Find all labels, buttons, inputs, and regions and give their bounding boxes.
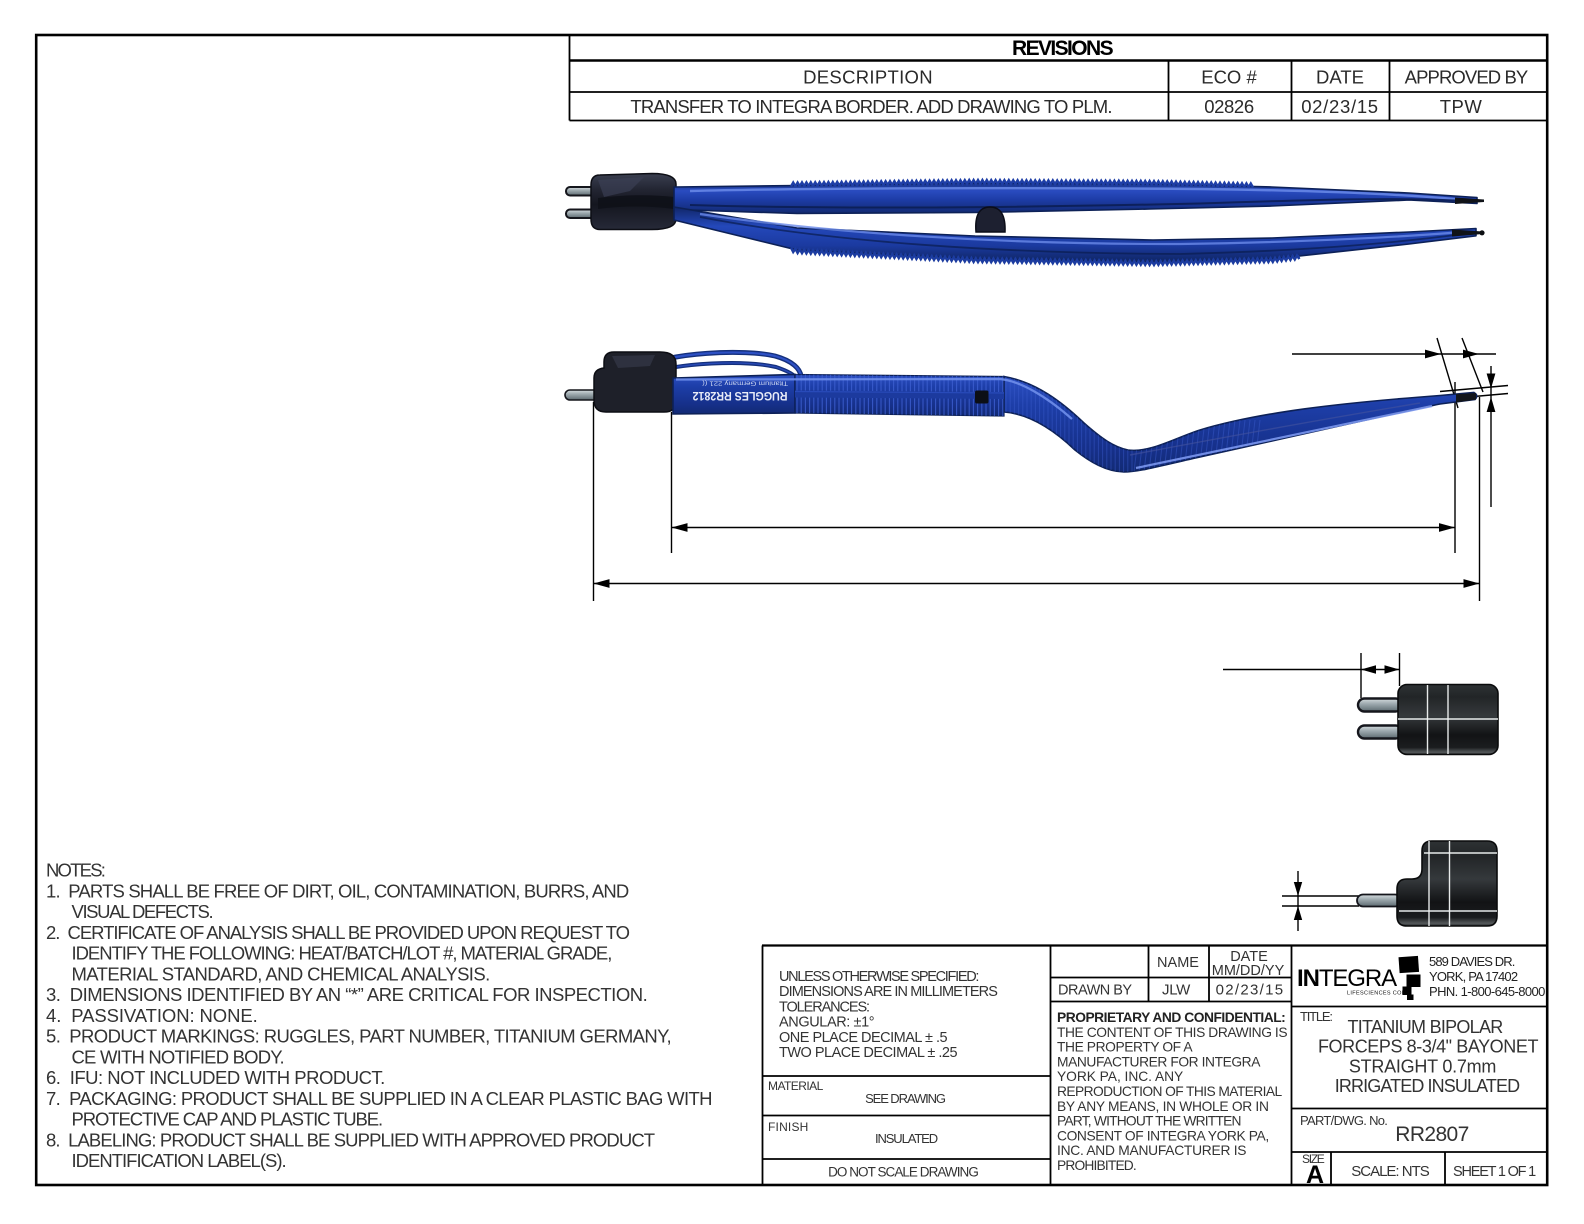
svg-text:RR2807: RR2807 — [1395, 1123, 1468, 1146]
svg-text:NOTES:: NOTES: — [46, 860, 105, 881]
svg-text:FORCEPS 8-3/4" BAYONET: FORCEPS 8-3/4" BAYONET — [1318, 1037, 1539, 1057]
svg-text:IRRIGATED INSULATED: IRRIGATED INSULATED — [1335, 1076, 1520, 1096]
svg-text:RUGGLES RR2812: RUGGLES RR2812 — [693, 389, 788, 401]
svg-text:PART/DWG. No.: PART/DWG. No. — [1300, 1113, 1387, 1128]
svg-text:DO NOT SCALE DRAWING: DO NOT SCALE DRAWING — [828, 1165, 978, 1180]
svg-text:DATE: DATE — [1316, 67, 1364, 88]
svg-text:02826: 02826 — [1204, 96, 1254, 117]
svg-text:PROHIBITED.: PROHIBITED. — [1057, 1158, 1136, 1173]
svg-text:SHEET 1 OF 1: SHEET 1 OF 1 — [1453, 1164, 1536, 1180]
svg-text:ANGULAR: ±1°: ANGULAR: ±1° — [779, 1015, 874, 1031]
svg-text:APPROVED BY: APPROVED BY — [1405, 67, 1528, 88]
svg-text:4. PASSIVATION: NONE.: 4. PASSIVATION: NONE. — [46, 1005, 258, 1026]
svg-text:5. PRODUCT MARKINGS: RUGGLES,: 5. PRODUCT MARKINGS: RUGGLES, PART NUMBE… — [46, 1026, 671, 1047]
svg-text:7. PACKAGING: PRODUCT SHALL B: 7. PACKAGING: PRODUCT SHALL BE SUPPLIED … — [46, 1088, 712, 1109]
svg-text:REPRODUCTION OF THIS MATERIAL: REPRODUCTION OF THIS MATERIAL — [1057, 1084, 1283, 1099]
svg-text:THE CONTENT OF THIS DRAWING IS: THE CONTENT OF THIS DRAWING IS — [1057, 1025, 1287, 1040]
svg-text:IDENTIFICATION LABEL(S).: IDENTIFICATION LABEL(S). — [72, 1150, 286, 1171]
svg-text:MATERIAL: MATERIAL — [768, 1079, 824, 1093]
svg-text:6. IFU: NOT INCLUDED WITH PRO: 6. IFU: NOT INCLUDED WITH PRODUCT. — [46, 1067, 385, 1088]
svg-text:YORK PA, INC. ANY: YORK PA, INC. ANY — [1057, 1069, 1183, 1084]
svg-text:02/23/15: 02/23/15 — [1216, 982, 1285, 999]
svg-text:PROTECTIVE CAP AND PLASTIC TUB: PROTECTIVE CAP AND PLASTIC TUBE. — [72, 1109, 383, 1130]
svg-text:Titanium Germany 221 ((: Titanium Germany 221 (( — [700, 380, 788, 386]
svg-text:DESCRIPTION: DESCRIPTION — [803, 67, 933, 88]
svg-text:INC. AND MANUFACTURER IS: INC. AND MANUFACTURER IS — [1057, 1143, 1246, 1158]
svg-text:TITANIUM BIPOLAR: TITANIUM BIPOLAR — [1347, 1017, 1503, 1037]
svg-text:INSULATED: INSULATED — [875, 1131, 938, 1146]
svg-text:ECO #: ECO # — [1201, 67, 1257, 88]
svg-text:TRANSFER TO INTEGRA BORDER. AD: TRANSFER TO INTEGRA BORDER. ADD DRAWING … — [630, 96, 1111, 117]
svg-text:DRAWN BY: DRAWN BY — [1058, 983, 1132, 999]
svg-text:LIFESCIENCES CORP: LIFESCIENCES CORP — [1347, 991, 1410, 997]
svg-text:1. PARTS SHALL BE FREE OF DIR: 1. PARTS SHALL BE FREE OF DIRT, OIL, CON… — [46, 880, 629, 901]
svg-text:TPW: TPW — [1440, 96, 1483, 117]
svg-text:ONE PLACE DECIMAL ± .5: ONE PLACE DECIMAL ± .5 — [779, 1030, 947, 1046]
svg-text:SEE DRAWING: SEE DRAWING — [865, 1091, 946, 1106]
svg-text:THE PROPERTY OF A: THE PROPERTY OF A — [1057, 1040, 1193, 1055]
svg-text:VISUAL DEFECTS.: VISUAL DEFECTS. — [72, 901, 213, 922]
svg-text:UNLESS OTHERWISE SPECIFIED:: UNLESS OTHERWISE SPECIFIED: — [779, 969, 978, 985]
svg-text:DATE: DATE — [1230, 949, 1268, 965]
svg-text:02/23/15: 02/23/15 — [1301, 96, 1379, 117]
svg-text:MATERIAL STANDARD, AND CHEMICA: MATERIAL STANDARD, AND CHEMICAL ANALYSIS… — [72, 963, 490, 984]
svg-text:IDENTIFY THE FOLLOWING: HEAT/B: IDENTIFY THE FOLLOWING: HEAT/BATCH/LOT #… — [72, 943, 612, 964]
svg-text:8. LABELING: PRODUCT SHALL BE: 8. LABELING: PRODUCT SHALL BE SUPPLIED W… — [46, 1129, 655, 1150]
svg-text:3. DIMENSIONS IDENTIFIED BY A: 3. DIMENSIONS IDENTIFIED BY AN “*” ARE C… — [46, 984, 647, 1005]
svg-text:YORK, PA 17402: YORK, PA 17402 — [1429, 969, 1518, 984]
svg-text:589 DAVIES DR.: 589 DAVIES DR. — [1429, 954, 1515, 969]
svg-text:SCALE: NTS: SCALE: NTS — [1351, 1163, 1430, 1180]
svg-text:TOLERANCES:: TOLERANCES: — [779, 999, 869, 1015]
svg-text:MM/DD/YY: MM/DD/YY — [1212, 963, 1285, 979]
svg-text:PHN. 1-800-645-8000: PHN. 1-800-645-8000 — [1429, 984, 1545, 999]
svg-text:TITLE:: TITLE: — [1300, 1009, 1332, 1024]
svg-text:PART, WITHOUT THE WRITTEN: PART, WITHOUT THE WRITTEN — [1057, 1114, 1241, 1129]
svg-text:A: A — [1306, 1161, 1324, 1189]
svg-text:BY ANY MEANS, IN WHOLE OR IN: BY ANY MEANS, IN WHOLE OR IN — [1057, 1099, 1269, 1114]
svg-text:DIMENSIONS ARE IN MILLIMETERS: DIMENSIONS ARE IN MILLIMETERS — [779, 984, 997, 1000]
svg-text:TWO PLACE DECIMAL ± .25: TWO PLACE DECIMAL ± .25 — [779, 1045, 957, 1061]
svg-text:JLW: JLW — [1162, 982, 1191, 999]
svg-text:CE WITH NOTIFIED BODY.: CE WITH NOTIFIED BODY. — [72, 1046, 284, 1067]
svg-text:PROPRIETARY AND CONFIDENTIAL:: PROPRIETARY AND CONFIDENTIAL: — [1057, 1010, 1285, 1025]
svg-text:SIZE: SIZE — [1302, 1152, 1325, 1166]
svg-text:MANUFACTURER FOR INTEGRA: MANUFACTURER FOR INTEGRA — [1057, 1054, 1261, 1069]
svg-text:REVISIONS: REVISIONS — [1012, 37, 1114, 60]
svg-text:NAME: NAME — [1157, 955, 1199, 971]
svg-text:STRAIGHT 0.7mm: STRAIGHT 0.7mm — [1349, 1056, 1496, 1076]
svg-text:FINISH: FINISH — [768, 1120, 809, 1134]
svg-text:CONSENT OF INTEGRA YORK PA,: CONSENT OF INTEGRA YORK PA, — [1057, 1128, 1269, 1143]
svg-text:INTEGRA: INTEGRA — [1297, 965, 1397, 992]
svg-text:2. CERTIFICATE OF ANALYSIS SH: 2. CERTIFICATE OF ANALYSIS SHALL BE PROV… — [46, 922, 630, 943]
